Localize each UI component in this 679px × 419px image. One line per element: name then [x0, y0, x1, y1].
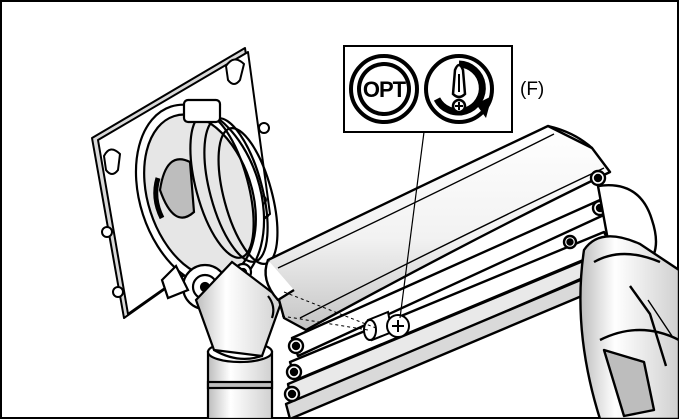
callout: OPT (F) — [343, 45, 544, 319]
leader-line — [399, 131, 425, 319]
elbow-joint — [579, 184, 679, 419]
opt-badge-icon: OPT — [349, 54, 419, 124]
screwdriver-tighten-icon — [424, 54, 494, 124]
callout-label: (F) — [520, 79, 544, 100]
tension-adjustment-screw — [363, 310, 410, 342]
gas-spring-arm — [264, 124, 614, 419]
mount-column — [194, 260, 284, 419]
guide-lines — [281, 291, 377, 331]
opt-badge-text: OPT — [363, 77, 407, 102]
tilt-head — [134, 98, 279, 311]
